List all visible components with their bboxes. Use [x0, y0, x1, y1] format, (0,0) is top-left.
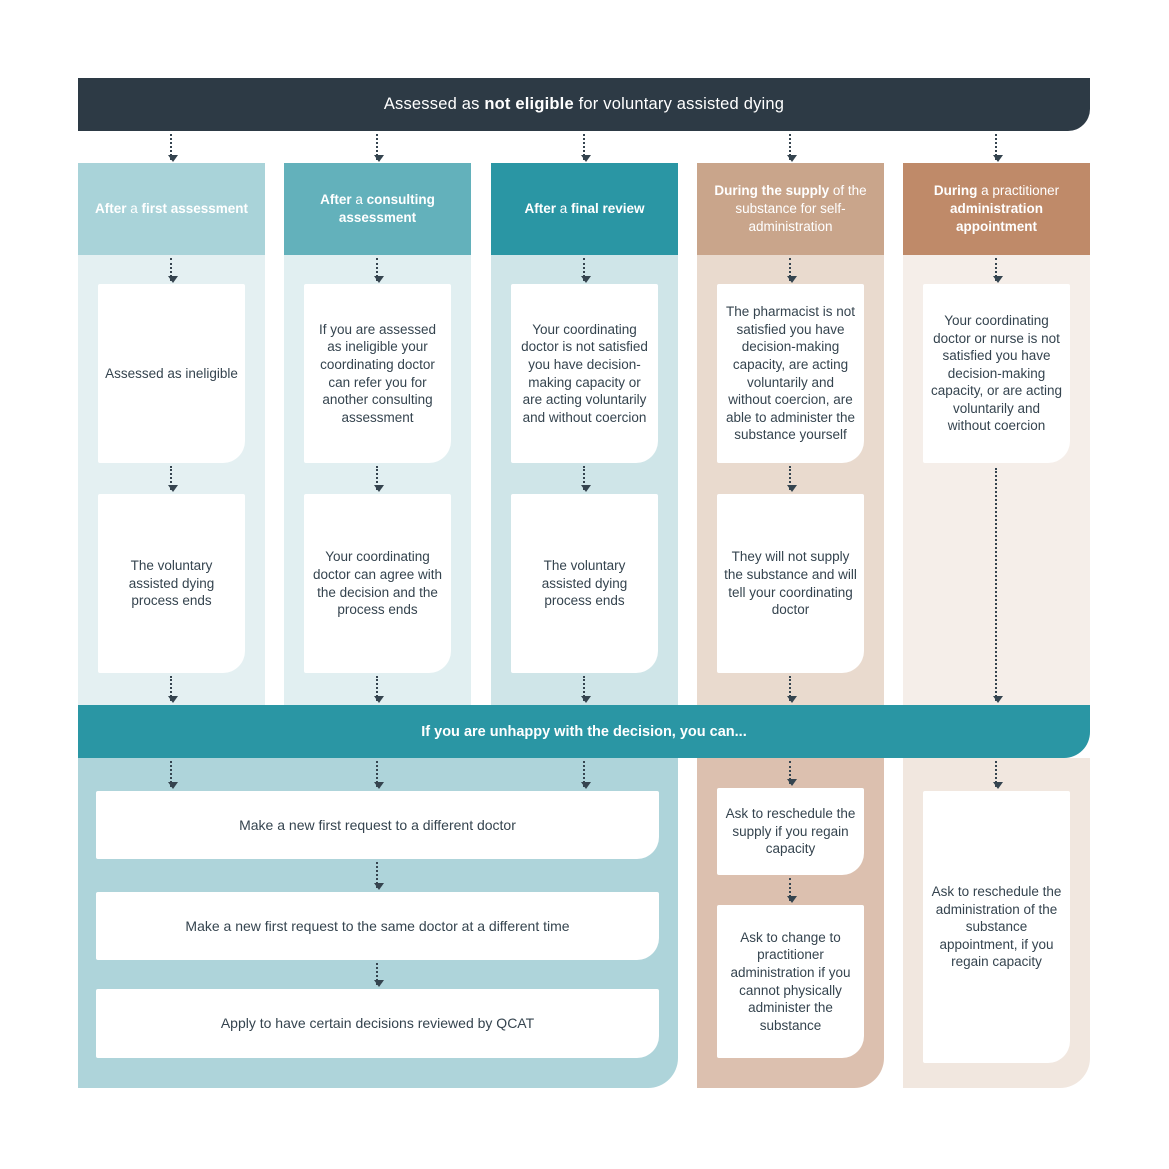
flow-arrow	[787, 466, 797, 492]
flow-box: Ask to reschedule the supply if you rega…	[717, 788, 864, 875]
flow-arrow	[168, 134, 178, 162]
flow-box: Assessed as ineligible	[98, 284, 245, 463]
flow-arrow	[787, 761, 797, 786]
flow-arrow	[168, 676, 178, 703]
column-header-supply-self-administration: During the supply of the substance for s…	[697, 163, 884, 255]
flow-arrow	[581, 134, 591, 162]
flow-box: The voluntary assisted dying process end…	[511, 494, 658, 673]
shared-action-box: Make a new first request to a different …	[96, 791, 659, 859]
flow-arrow	[374, 258, 384, 283]
shared-action-box: Apply to have certain decisions reviewed…	[96, 989, 659, 1058]
flow-arrow	[374, 134, 384, 162]
flow-arrow	[787, 676, 797, 703]
flow-arrow	[374, 761, 384, 789]
flow-box: Ask to change to practitioner administra…	[717, 905, 864, 1058]
flow-box: Ask to reschedule the administration of …	[923, 791, 1070, 1063]
flow-arrow	[581, 258, 591, 283]
column-header-final-review: After a final review	[491, 163, 678, 255]
flow-box: They will not supply the substance and w…	[717, 494, 864, 673]
flow-arrow	[168, 466, 178, 492]
flow-arrow	[374, 466, 384, 492]
flow-arrow	[993, 258, 1003, 283]
flow-arrow	[787, 134, 797, 162]
flow-arrow	[374, 963, 384, 987]
flow-arrow	[581, 761, 591, 789]
column-header-practitioner-administration: During a practitioner administration app…	[903, 163, 1090, 255]
flow-arrow	[787, 878, 797, 903]
flow-box: The voluntary assisted dying process end…	[98, 494, 245, 673]
flow-arrow	[374, 862, 384, 890]
main-title-bar: Assessed as not eligible for voluntary a…	[78, 78, 1090, 131]
flow-arrow	[993, 468, 1003, 703]
column-header-consulting-assessment: After a consulting assessment	[284, 163, 471, 255]
flow-box: The pharmacist is not satisfied you have…	[717, 284, 864, 463]
flow-arrow	[581, 676, 591, 703]
flow-arrow	[374, 676, 384, 703]
flow-arrow	[168, 761, 178, 789]
flow-arrow	[168, 258, 178, 283]
flow-arrow	[993, 134, 1003, 162]
flow-arrow	[581, 466, 591, 492]
flow-arrow	[787, 258, 797, 283]
flow-box: Your coordinating doctor can agree with …	[304, 494, 451, 673]
flow-box: Your coordinating doctor or nurse is not…	[923, 284, 1070, 463]
flow-box: If you are assessed as ineligible your c…	[304, 284, 451, 463]
flow-arrow	[993, 761, 1003, 789]
column-header-first-assessment: After a first assessment	[78, 163, 265, 255]
shared-action-box: Make a new first request to the same doc…	[96, 892, 659, 960]
flow-box: Your coordinating doctor is not satisfie…	[511, 284, 658, 463]
decision-band: If you are unhappy with the decision, yo…	[78, 705, 1090, 758]
